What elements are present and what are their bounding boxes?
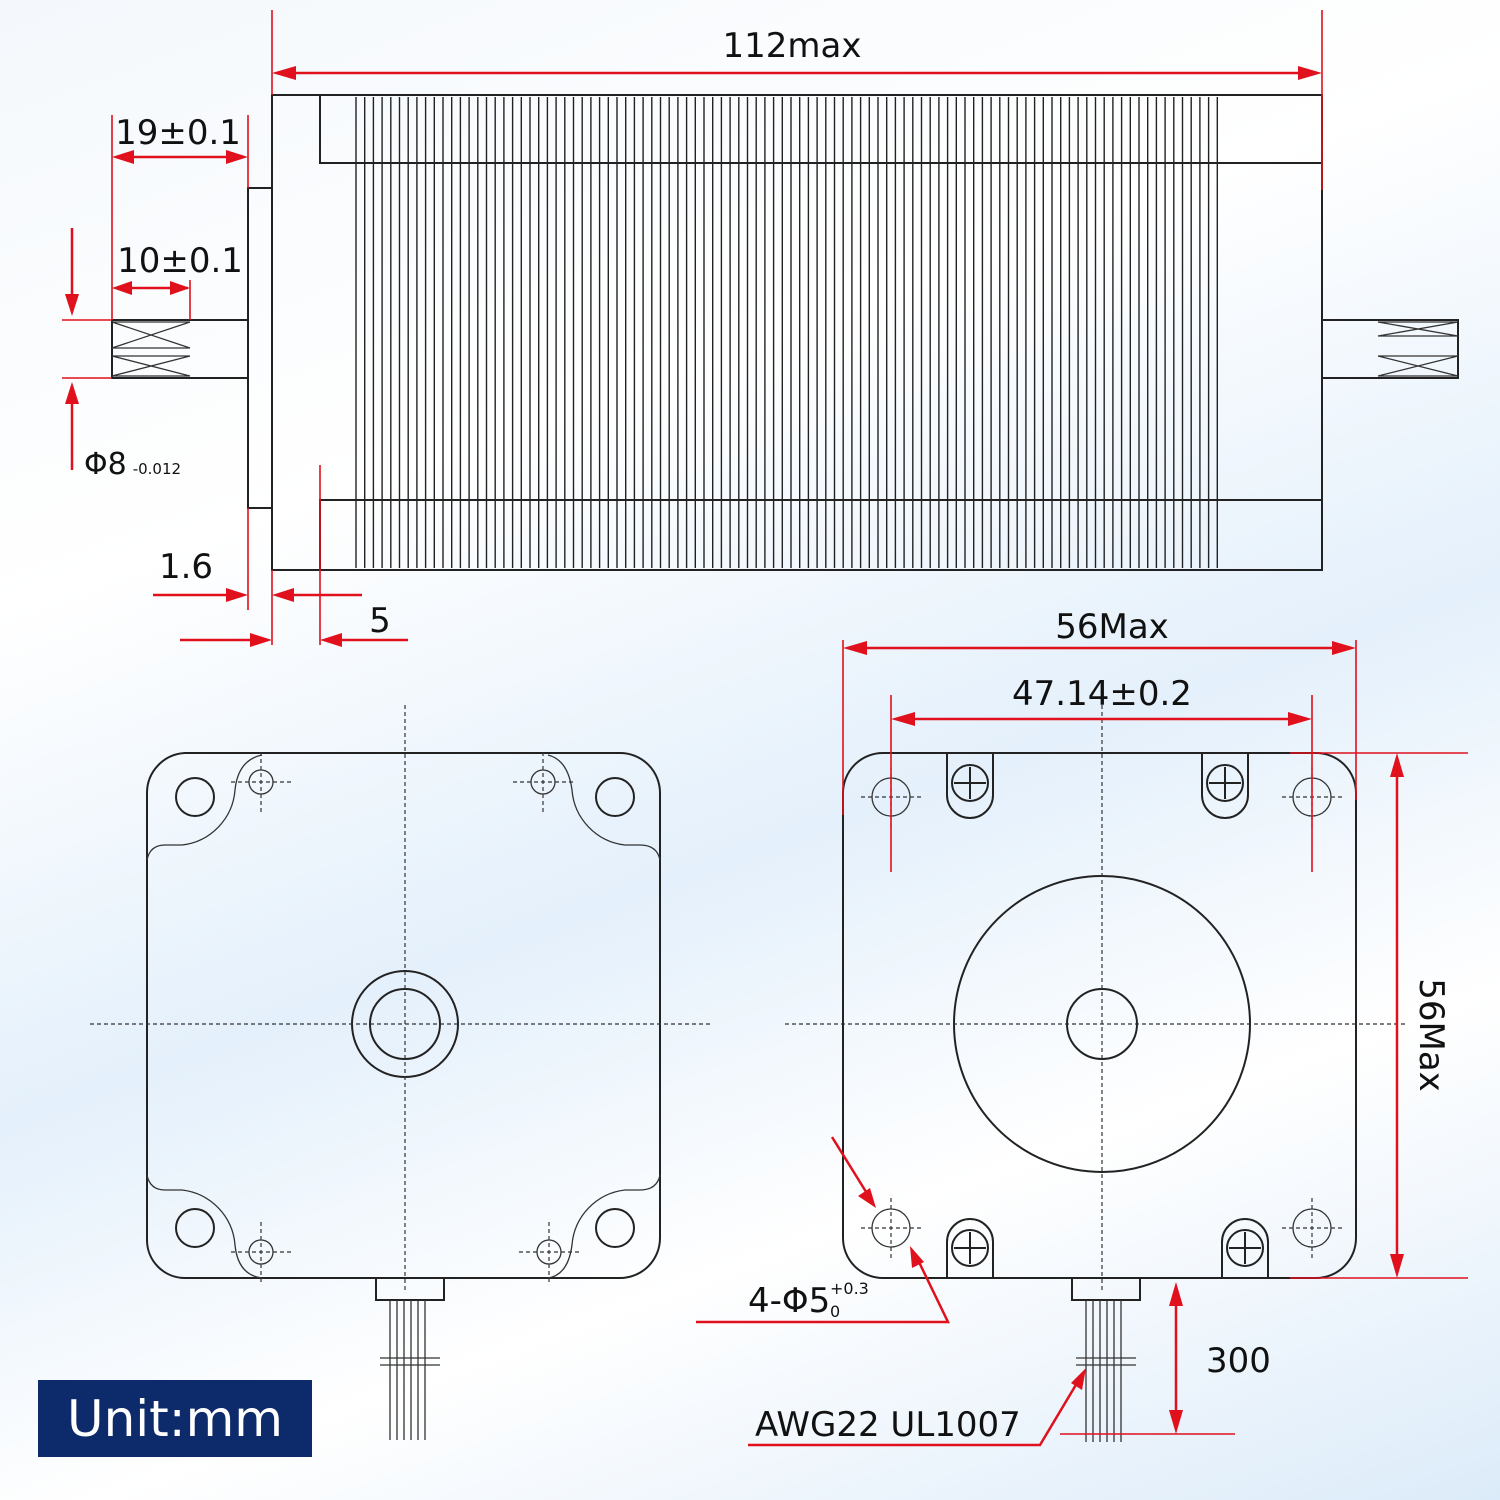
wire-spec: AWG22 UL1007	[755, 1405, 1021, 1445]
dim-boss-offset: 5	[369, 601, 391, 641]
flange	[247, 187, 273, 509]
side-dimensions: 112max 19±0.1 10±0.1 Φ8-0.012 1.6 5	[62, 10, 1323, 647]
lead-wires	[380, 1300, 440, 1440]
dim-length: 112max	[723, 26, 862, 66]
dim-shaft-length: 19±0.1	[115, 113, 241, 153]
dim-height: 56Max	[1411, 978, 1451, 1092]
dim-hole-spacing: 47.14±0.2	[1012, 674, 1192, 714]
front-shaft	[111, 319, 249, 379]
dim-hole-diameter: 4-Φ5	[748, 1281, 830, 1321]
rear-dimensions: 56Max 47.14±0.2 56Max 4-Φ5 +0.3 0 300 AW…	[696, 607, 1468, 1447]
cooling-fins	[355, 97, 1219, 568]
top-band	[319, 94, 1323, 164]
side-view	[111, 94, 1459, 571]
hole-tol-upper: +0.3	[830, 1279, 869, 1298]
dim-flange-thickness: 1.6	[159, 547, 213, 587]
screws	[946, 753, 1269, 1278]
shaft-flat	[111, 321, 191, 377]
hole-tol-lower: 0	[830, 1302, 840, 1321]
dim-flat-length: 10±0.1	[117, 241, 243, 281]
dim-lead-length: 300	[1206, 1341, 1271, 1381]
front-view	[90, 705, 710, 1440]
rear-shaft-flat	[1377, 321, 1459, 377]
rear-shaft	[1321, 319, 1459, 379]
dim-shaft-diameter: Φ8-0.012	[84, 447, 181, 482]
bottom-band	[319, 499, 1323, 571]
dim-width: 56Max	[1055, 607, 1169, 647]
unit-label: Unit:mm	[38, 1380, 312, 1457]
rear-lead-wires	[1076, 1300, 1136, 1442]
